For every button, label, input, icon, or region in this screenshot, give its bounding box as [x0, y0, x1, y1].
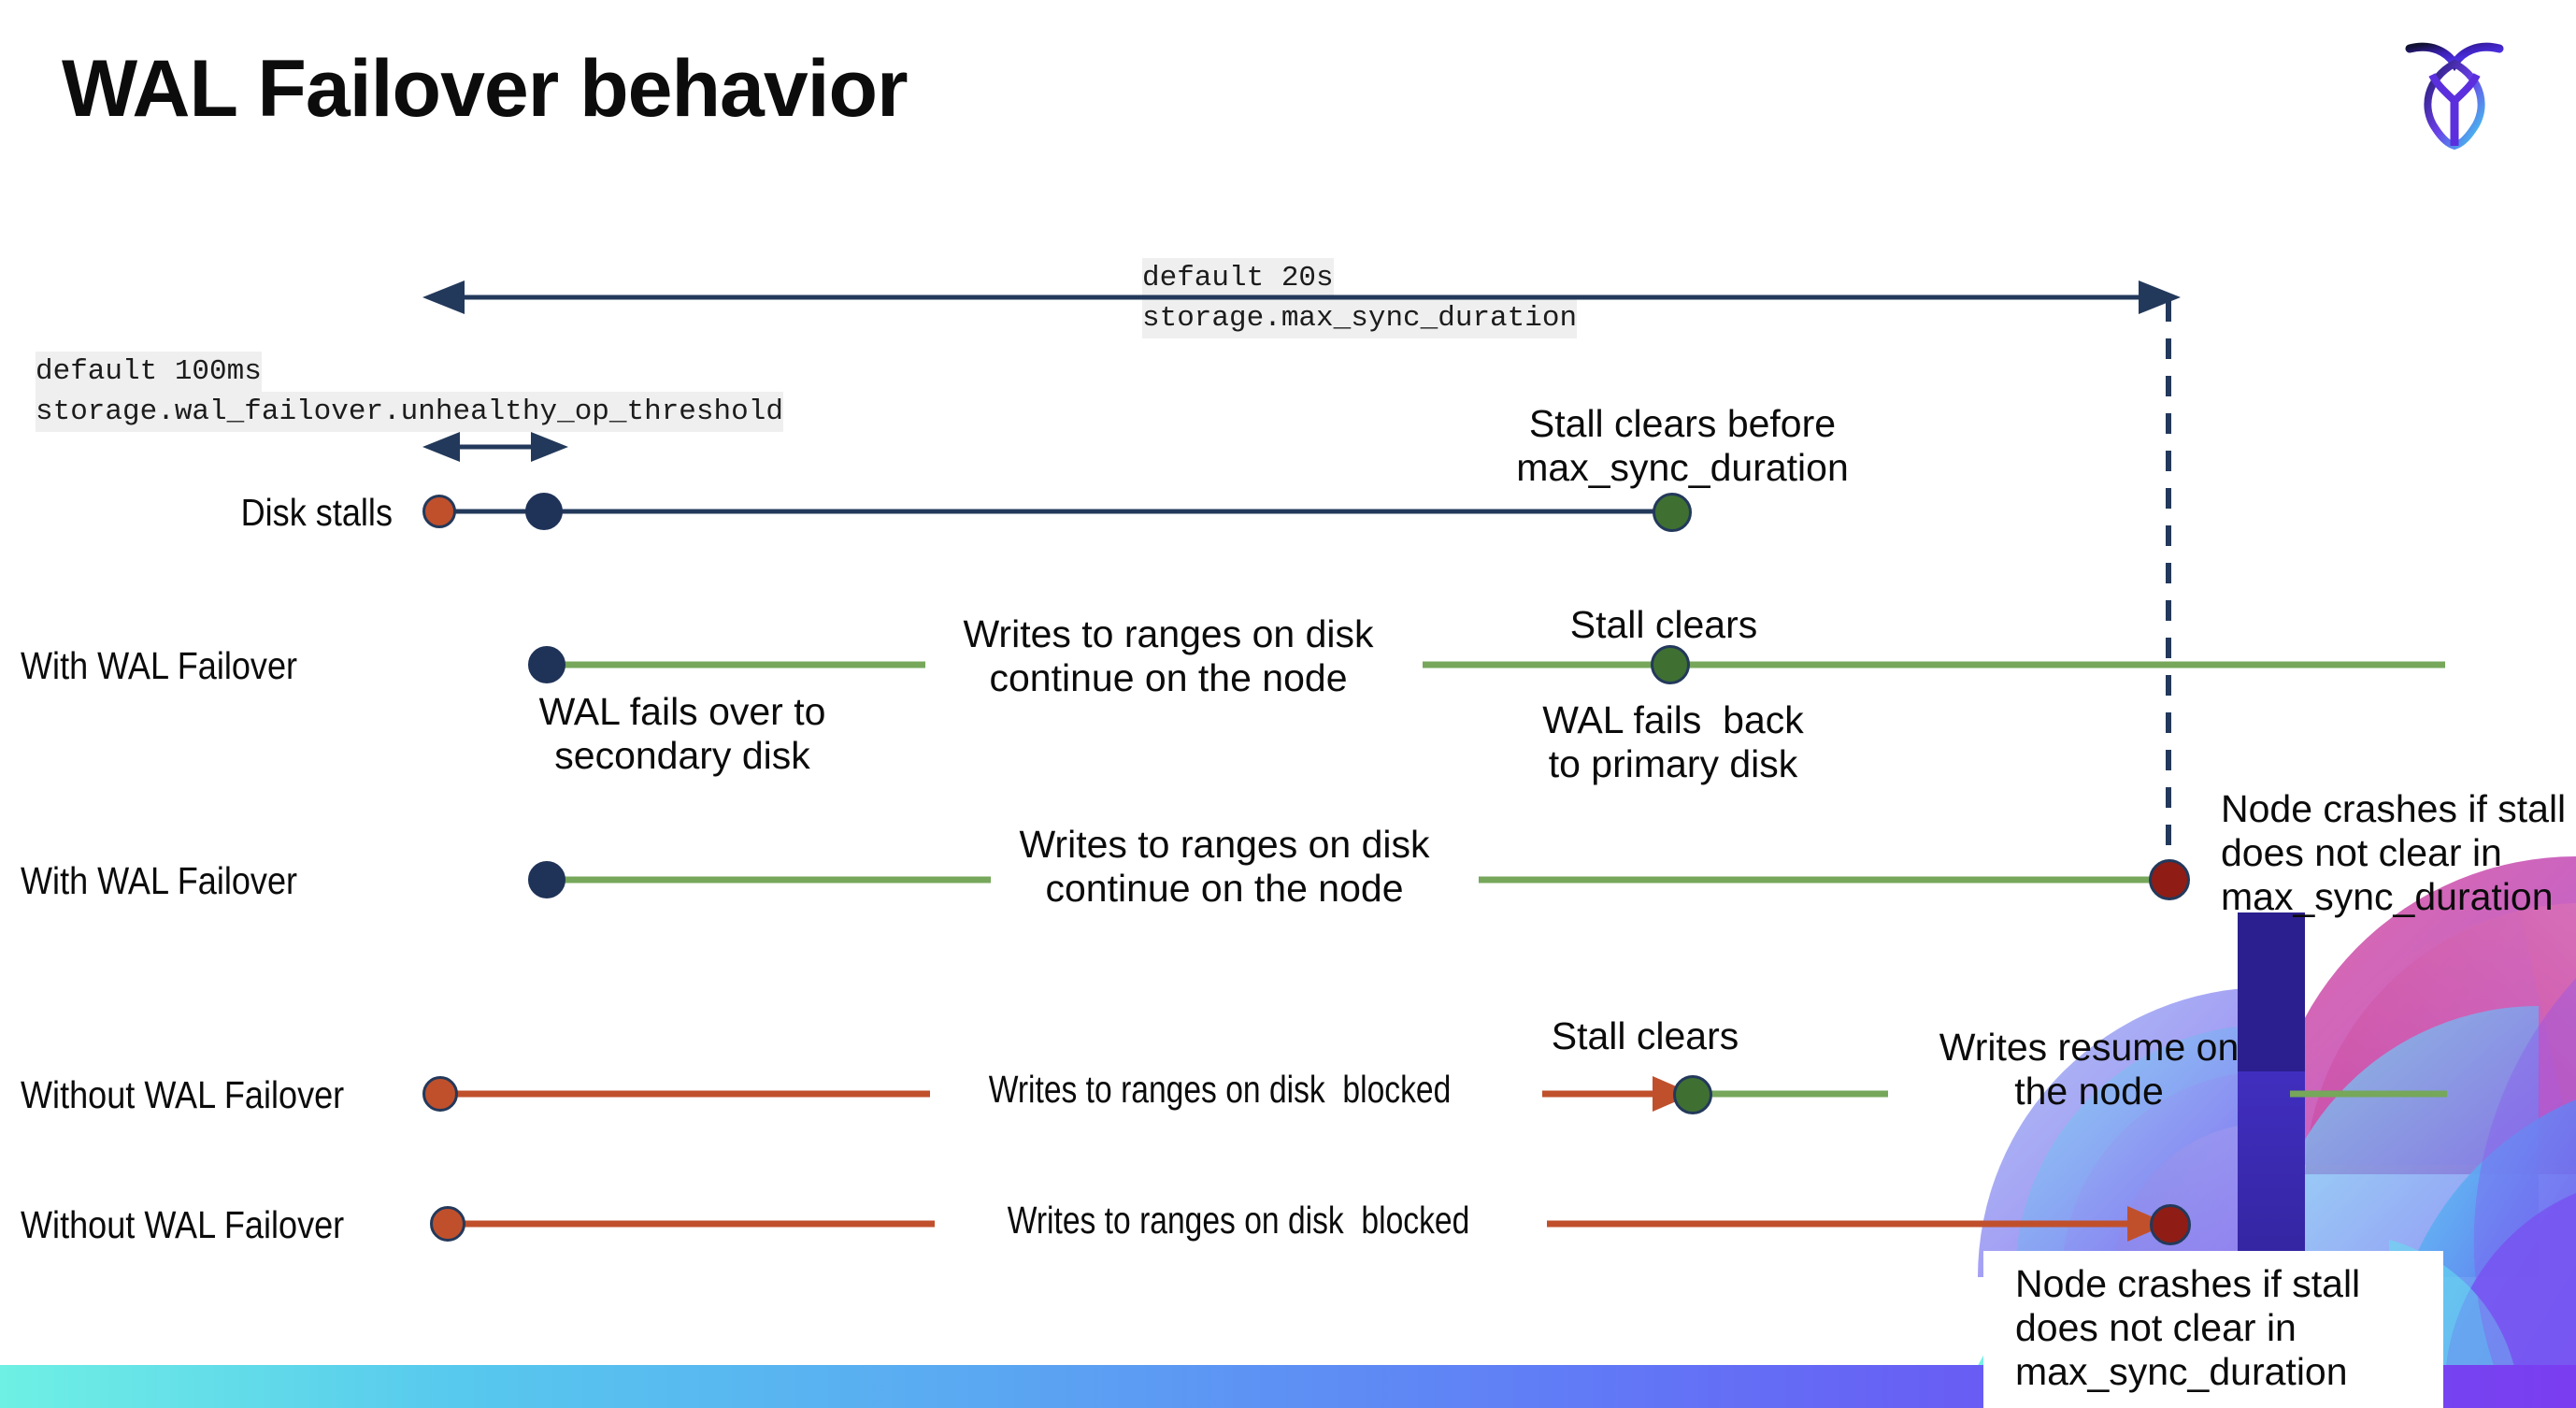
- no-failover-crash-start-dot: [430, 1206, 465, 1242]
- wal-failover-start-dot: [528, 646, 565, 683]
- no-failover-arrow-a: [1542, 1076, 1694, 1112]
- row-label-with-wal-failover-1: With WAL Failover: [21, 644, 298, 687]
- unhealthy-op-default-label: default 100ms: [36, 352, 262, 392]
- annotation-stall-clears-2: Stall clears: [1551, 1014, 1739, 1057]
- wal-failover-crash-start-dot: [528, 861, 565, 898]
- row-label-without-wal-failover-1: Without WAL Failover: [21, 1073, 345, 1116]
- max-sync-default-label: default 20s: [1142, 258, 1334, 298]
- no-failover-clears-dot: [1673, 1075, 1712, 1114]
- annotation-stall-clears-1: Stall clears: [1569, 603, 1758, 646]
- annotation-node-crashes-2: Node crashes if stall does not clear in …: [2015, 1262, 2361, 1393]
- annotation-writes-blocked-2: Writes to ranges on disk blocked: [1007, 1199, 1470, 1242]
- annotation-stall-clears-before: Stall clears before max_sync_duration: [1516, 402, 1849, 489]
- annotation-writes-continue-2: Writes to ranges on disk continue on the…: [1019, 823, 1430, 910]
- wal-failover-clears-dot: [1651, 645, 1690, 684]
- cockroachdb-logo-icon: [2395, 28, 2514, 151]
- annotation-wal-fails-over: WAL fails over to secondary disk: [538, 690, 826, 777]
- annotation-wal-fails-back: WAL fails back to primary disk: [1542, 698, 1804, 785]
- unhealthy-op-setting-name: storage.wal_failover.unhealthy_op_thresh…: [36, 392, 783, 432]
- no-failover-start-dot: [422, 1076, 458, 1112]
- row-label-without-wal-failover-2: Without WAL Failover: [21, 1203, 345, 1246]
- annotation-writes-continue-1: Writes to ranges on disk continue on the…: [963, 612, 1374, 699]
- annotation-writes-blocked-1: Writes to ranges on disk blocked: [988, 1068, 1452, 1111]
- disk-stall-clears-dot: [1653, 493, 1692, 532]
- node-crashes-callout-box: [1983, 1251, 2443, 1408]
- unhealthy-op-span-arrow: [422, 432, 568, 462]
- max-sync-setting-name: storage.max_sync_duration: [1142, 298, 1578, 338]
- row-label-with-wal-failover-2: With WAL Failover: [21, 859, 298, 902]
- page-title: WAL Failover behavior: [62, 44, 909, 134]
- row-label-disk-stalls: Disk stalls: [240, 491, 393, 534]
- annotation-writes-resume: Writes resume on the node: [1939, 1026, 2240, 1113]
- disk-stall-start-dot: [422, 495, 456, 528]
- wal-failover-crash-dot: [2149, 859, 2190, 900]
- disk-stall-failover-dot: [525, 493, 563, 530]
- no-failover-crash-dot: [2150, 1204, 2191, 1245]
- annotation-node-crashes-1: Node crashes if stall does not clear in …: [2221, 787, 2567, 918]
